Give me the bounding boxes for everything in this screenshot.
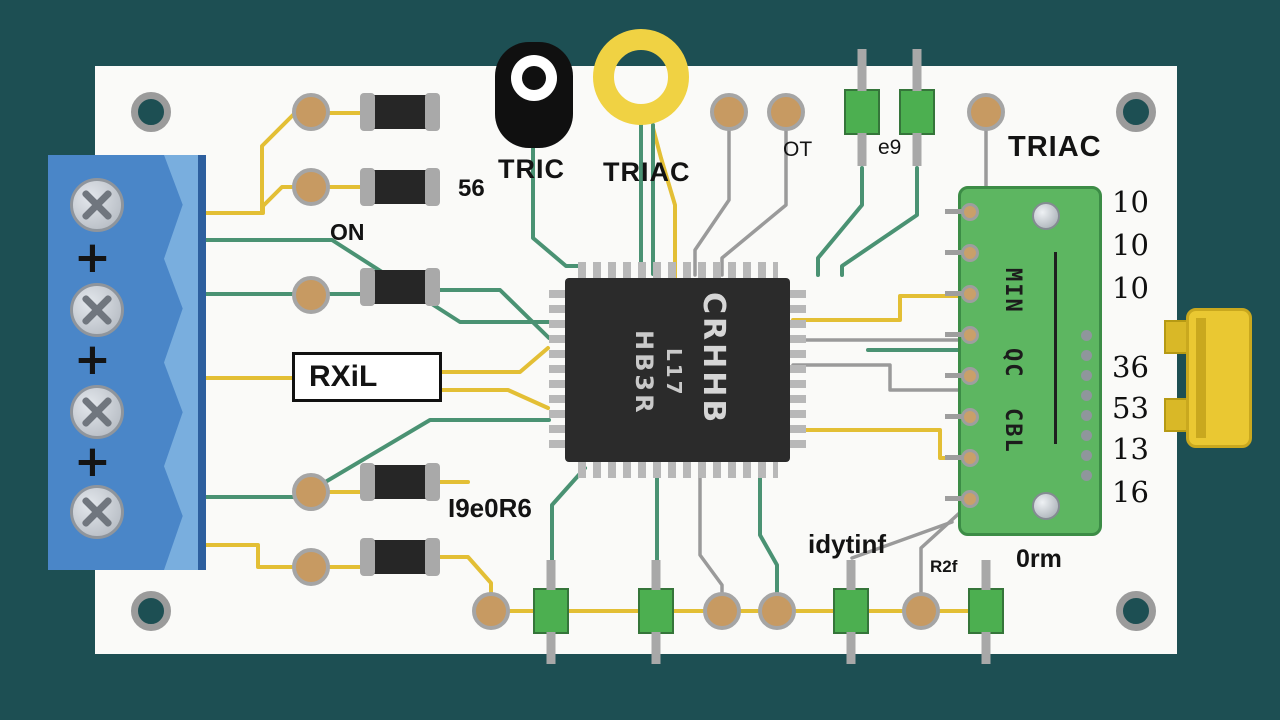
smd-resistor [360, 538, 440, 576]
terminal-edge [198, 155, 206, 570]
copper-pad [292, 473, 330, 511]
smd-resistor [360, 93, 440, 131]
module-marking: CBL [1000, 408, 1025, 454]
module-pad [945, 326, 979, 344]
green-component [638, 588, 674, 634]
polarity-plus: + [74, 334, 111, 385]
orm-label: 0rm [1016, 545, 1062, 573]
relay-module [958, 186, 1102, 536]
green-component [968, 588, 1004, 634]
ot-label: OT [783, 138, 813, 161]
module-via [1081, 450, 1092, 461]
ic-chip [565, 278, 790, 462]
module-marking: QC [1000, 348, 1025, 379]
polarity-plus: + [74, 436, 111, 487]
chip-marking: CRHHB [696, 292, 731, 426]
mounting-hole [1116, 92, 1156, 132]
pin-number: 16 [1112, 475, 1149, 509]
pin-number: 53 [1112, 391, 1149, 425]
terminal-screw [70, 178, 124, 232]
silkscreen-label: idytinf [808, 529, 886, 559]
part-number: I9e0R6 [448, 493, 532, 523]
toroid-label: TRIAC [603, 157, 691, 187]
copper-pad [292, 276, 330, 314]
reference-designator: RXiL [309, 360, 378, 393]
green-component [899, 89, 935, 135]
copper-pad [292, 548, 330, 586]
capacitor-core [522, 66, 546, 90]
module-marking: MIN [1000, 268, 1025, 314]
capacitor [495, 42, 573, 148]
module-pad [945, 244, 979, 262]
r2f-label: R2f [930, 557, 958, 576]
copper-pad [710, 93, 748, 131]
copper-pad [703, 592, 741, 630]
module-divider [1054, 252, 1057, 444]
toroid-inductor [593, 29, 689, 125]
copper-pad [758, 592, 796, 630]
chip-marking: HB3R [630, 330, 658, 416]
module-pad [945, 367, 979, 385]
capacitor-top [511, 55, 557, 101]
module-via [1081, 470, 1092, 481]
module-via [1081, 410, 1092, 421]
copper-pad [902, 592, 940, 630]
chip-marking: L17 [662, 348, 686, 398]
module-pad [945, 490, 979, 508]
pin-number: 13 [1112, 432, 1149, 466]
module-screw [1032, 492, 1060, 520]
mounting-hole [1116, 591, 1156, 631]
reference-designator-box: RXiL [292, 352, 442, 402]
terminal-screw [70, 485, 124, 539]
module-via [1081, 350, 1092, 361]
copper-pad [767, 93, 805, 131]
terminal-chevrons [164, 155, 198, 570]
copper-pad [472, 592, 510, 630]
module-screw [1032, 202, 1060, 230]
e9-label: e9 [878, 136, 902, 159]
capacitor-label: TRIC [498, 154, 565, 184]
copper-pad [967, 93, 1005, 131]
module-pad [945, 449, 979, 467]
terminal-screw [70, 385, 124, 439]
terminal-screw [70, 283, 124, 337]
pin-number: 10 [1112, 271, 1149, 305]
pin-number: 10 [1112, 185, 1149, 219]
resistor-value: 56 [458, 175, 485, 202]
smd-resistor [360, 168, 440, 206]
smd-resistor [360, 268, 440, 306]
pin-number: 10 [1112, 228, 1149, 262]
chip-pins-right [790, 290, 806, 450]
module-via [1081, 330, 1092, 341]
green-component [844, 89, 880, 135]
connector-stripe [1196, 318, 1206, 438]
module-pad [945, 408, 979, 426]
chip-pins-bottom [578, 462, 778, 478]
module-pad [945, 203, 979, 221]
chip-pins-left [549, 290, 565, 450]
mounting-hole [131, 591, 171, 631]
on-label: ON [330, 219, 365, 245]
module-pad [945, 285, 979, 303]
chip-pins-top [578, 262, 778, 278]
module-via [1081, 390, 1092, 401]
polarity-plus: + [74, 232, 111, 283]
pin-number: 36 [1112, 350, 1149, 384]
triac-title: TRIAC [1008, 131, 1102, 163]
smd-resistor [360, 463, 440, 501]
green-component [533, 588, 569, 634]
module-via [1081, 370, 1092, 381]
copper-pad [292, 168, 330, 206]
mounting-hole [131, 92, 171, 132]
module-via [1081, 430, 1092, 441]
green-component [833, 588, 869, 634]
copper-pad [292, 93, 330, 131]
